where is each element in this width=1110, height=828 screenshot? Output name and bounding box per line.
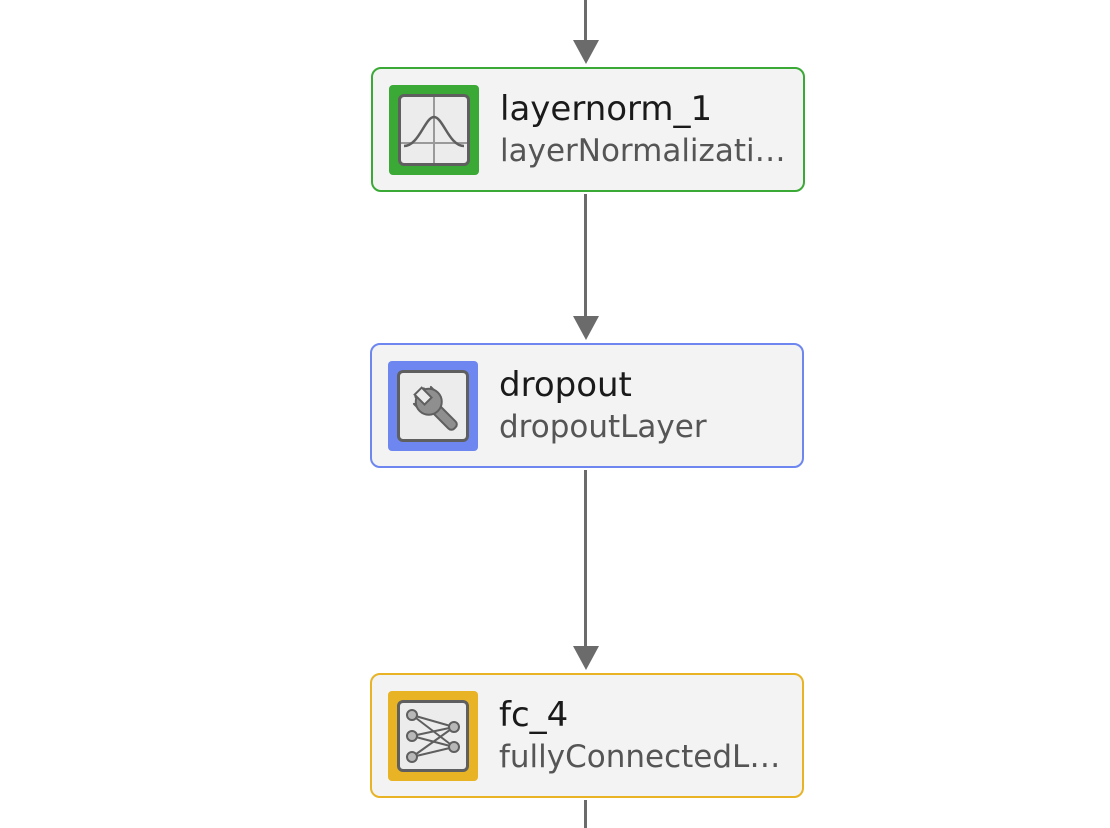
fully-connected-icon (397, 700, 469, 772)
wrench-icon (397, 370, 469, 442)
layer-type-badge (388, 691, 478, 781)
edge-layernorm-to-dropout (584, 194, 587, 318)
edge-input-to-layernorm (584, 0, 587, 42)
bell-curve-icon (398, 94, 470, 166)
layer-type-label: layerNormalizati… (500, 133, 786, 169)
layer-type-badge (389, 85, 479, 175)
layer-name: layernorm_1 (500, 89, 713, 129)
layer-node-fc[interactable]: fc_4 fullyConnectedL… (370, 673, 804, 798)
layer-name: fc_4 (499, 695, 569, 735)
layer-type-badge (388, 361, 478, 451)
layer-node-dropout[interactable]: dropout dropoutLayer (370, 343, 804, 468)
edge-fc-output (584, 800, 587, 828)
layer-type-label: fullyConnectedL… (499, 739, 781, 775)
layer-node-layernorm[interactable]: layernorm_1 layerNormalizati… (371, 67, 805, 192)
arrow-head (573, 316, 599, 340)
layer-name: dropout (499, 365, 632, 405)
layer-type-label: dropoutLayer (499, 409, 707, 445)
edge-dropout-to-fc (584, 470, 587, 648)
arrow-head (573, 646, 599, 670)
arrow-head (573, 40, 599, 64)
